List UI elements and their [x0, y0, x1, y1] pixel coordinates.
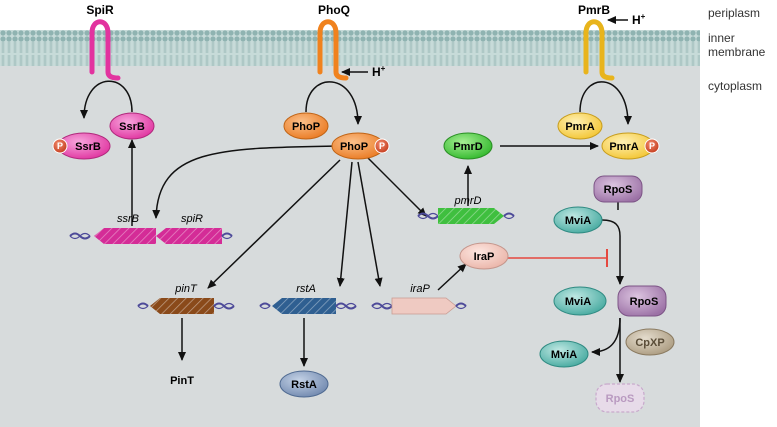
phop-to-irap-arrow — [357, 161, 383, 287]
pint-rna: PinT — [170, 375, 194, 387]
phop-to-pmrd-gene-arrow — [367, 157, 427, 217]
pmrb-sensor-label: PmrB — [578, 3, 610, 17]
phop-to-ssrb-promoter-arrow — [152, 145, 339, 219]
complex-rpos-label: RpoS — [630, 296, 659, 308]
spir-sensor-label: SpiR — [86, 3, 114, 17]
pmrd-gene — [417, 208, 515, 224]
pmrb-arc — [579, 81, 632, 125]
cpxp-protein: CpXP — [625, 328, 675, 356]
svg-text:RpoS: RpoS — [606, 393, 635, 405]
ssrb-gene-label: ssrB — [117, 213, 139, 225]
spir-gene-label: spiR — [181, 213, 203, 225]
rsta-protein: RstA — [279, 370, 329, 398]
h-signal-phoq: H+ — [372, 64, 386, 79]
h-signal-pmrb: H+ — [632, 12, 646, 27]
svg-text:RstA: RstA — [291, 379, 317, 391]
irap-gene — [371, 297, 467, 315]
pmrb-sensor — [583, 19, 615, 81]
irap-protein: IraP — [459, 242, 509, 270]
svg-text:P: P — [649, 141, 655, 151]
rpos-degraded: RpoS — [595, 383, 645, 413]
membrane-label: membrane — [708, 45, 766, 59]
svg-text:PmrA: PmrA — [565, 121, 594, 133]
svg-text:P: P — [57, 141, 63, 151]
phoq-sensor-label: PhoQ — [318, 3, 350, 17]
rsta-gene — [259, 298, 357, 314]
ssrb-phosphorylated: SsrB — [57, 132, 111, 160]
pint-gene — [137, 298, 235, 314]
phop-to-pint-arrow — [207, 159, 341, 289]
mvia-rpos-complex: MviA RpoS — [553, 285, 667, 317]
irap-gene-to-irap-arrow — [437, 263, 467, 291]
phoq-sensor — [317, 19, 349, 81]
phoq-arc — [305, 81, 362, 125]
rsta-gene-label: rstA — [296, 283, 316, 295]
phop-protein: PhoP — [283, 112, 329, 140]
svg-text:CpXP: CpXP — [635, 337, 664, 349]
ssrb-protein: SsrB — [109, 112, 155, 140]
svg-text:RpoS: RpoS — [604, 184, 633, 196]
ssrb-spir-operon — [69, 228, 233, 244]
svg-text:PhoP: PhoP — [292, 121, 320, 133]
svg-text:MviA: MviA — [551, 349, 577, 361]
pmrd-gene-label: pmrD — [454, 195, 482, 207]
svg-text:IraP: IraP — [474, 251, 495, 263]
svg-text:PhoP: PhoP — [340, 141, 368, 153]
svg-text:PmrD: PmrD — [453, 141, 482, 153]
phospho-badge-phop: P — [374, 138, 390, 154]
inner-membrane — [0, 30, 700, 66]
irap-gene-label: iraP — [410, 283, 430, 295]
mvia-protein-top: MviA — [553, 206, 603, 234]
phop-to-rsta-arrow — [336, 161, 353, 287]
phop-phosphorylated: PhoP — [331, 132, 385, 160]
periplasm-label: periplasm — [708, 6, 760, 20]
pmra-protein: PmrA — [557, 112, 603, 140]
cytoplasm-label: cytoplasm — [708, 79, 762, 93]
spir-arc — [80, 80, 133, 119]
complex-mvia-label: MviA — [565, 296, 591, 308]
periplasm-region — [0, 0, 700, 30]
svg-text:PmrA: PmrA — [609, 141, 638, 153]
spir-sensor — [89, 19, 121, 81]
svg-text:SsrB: SsrB — [119, 121, 145, 133]
phospho-badge-ssrb: P — [52, 138, 68, 154]
pint-gene-label: pinT — [174, 283, 198, 295]
pmra-phosphorylated: PmrA — [601, 132, 655, 160]
phospho-badge-pmra: P — [644, 138, 660, 154]
pmrd-protein: PmrD — [443, 132, 493, 160]
svg-text:MviA: MviA — [565, 215, 591, 227]
rpos-protein-top: RpoS — [593, 175, 643, 203]
mvia-protein-released: MviA — [539, 340, 589, 368]
svg-text:SsrB: SsrB — [75, 141, 101, 153]
inner-label: inner — [708, 31, 735, 45]
svg-text:P: P — [379, 141, 385, 151]
